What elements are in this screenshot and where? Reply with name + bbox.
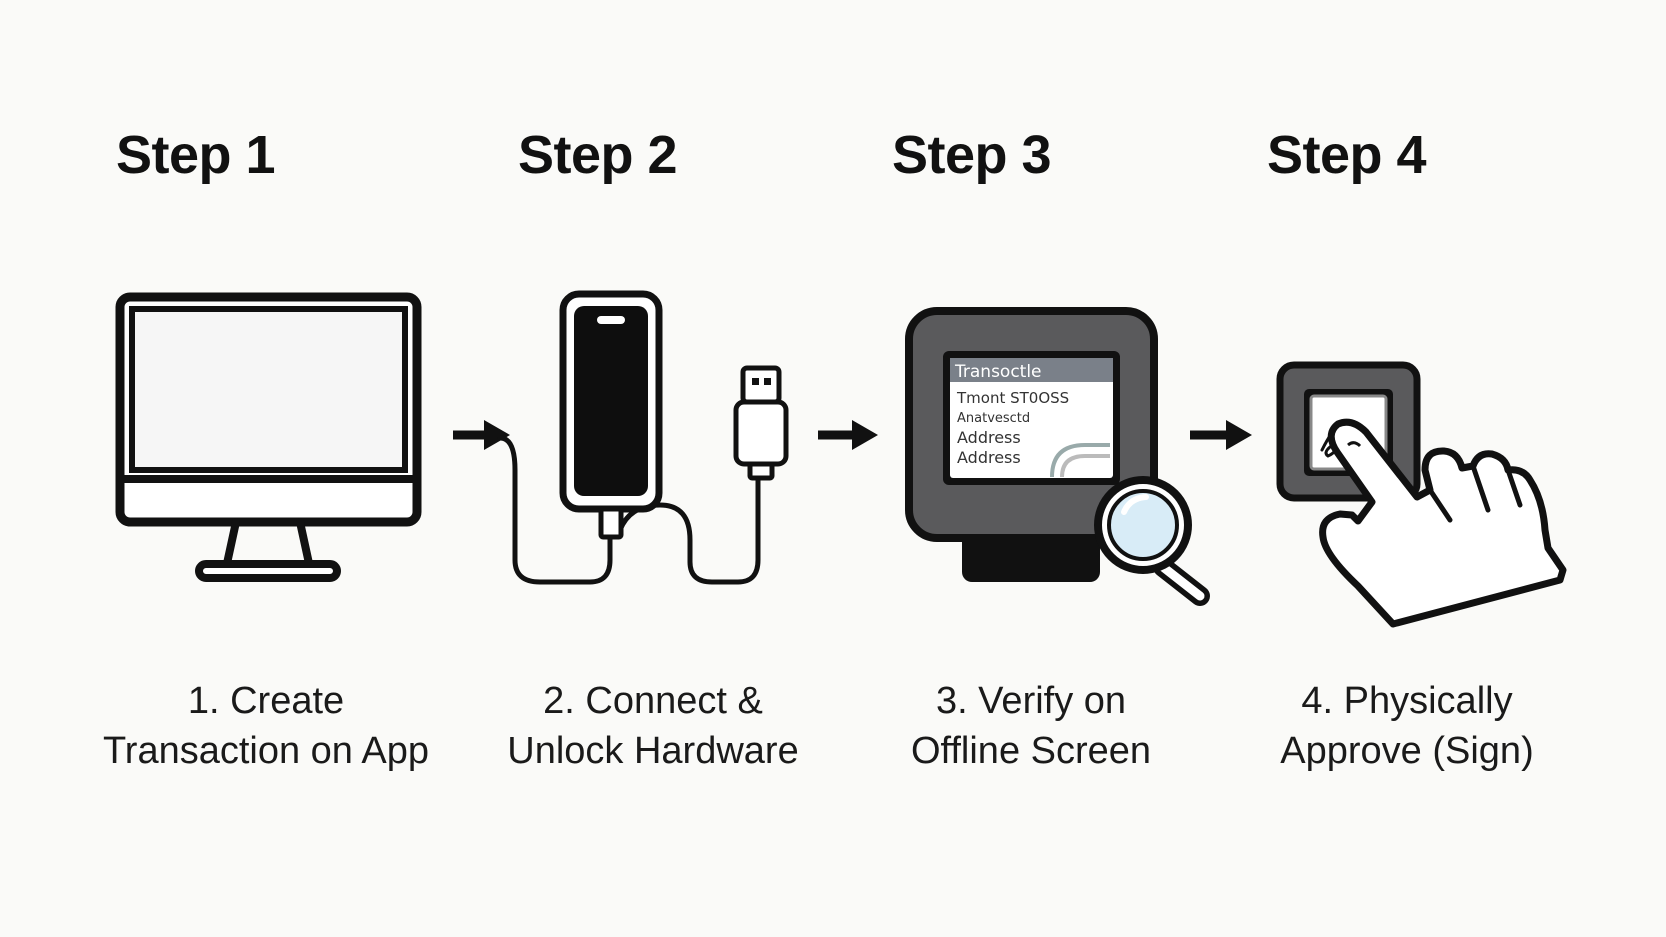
step-1-caption: 1. Create Transaction on App xyxy=(76,676,456,776)
step-2-heading: Step 2 xyxy=(518,125,678,185)
device-screen-magnifier-icon: Transoctle Tmont ST0OSS Anatvesctd Addre… xyxy=(905,307,1210,606)
device-screen-line-4: Address xyxy=(957,448,1021,467)
step-3-caption: 3. Verify on Offline Screen xyxy=(841,676,1221,776)
desktop-monitor-icon xyxy=(115,292,422,582)
step-4-caption-line-2: Approve (Sign) xyxy=(1280,730,1534,772)
step-1-caption-line-1: 1. Create xyxy=(187,680,345,722)
step-2-caption-line-2: Unlock Hardware xyxy=(507,730,799,772)
step-2-caption: 2. Connect & Unlock Hardware xyxy=(463,676,843,776)
step-3-heading: Step 3 xyxy=(892,125,1052,185)
finger-press-button-icon xyxy=(1276,361,1567,628)
step-4-caption: 4. Physically Approve (Sign) xyxy=(1217,676,1597,776)
right-arrow-icon xyxy=(453,420,510,450)
right-arrow-icon xyxy=(1190,420,1252,450)
device-screen-line-1: Tmont ST0OSS xyxy=(956,389,1069,407)
device-screen-line-3: Address xyxy=(957,428,1021,447)
step-4-heading: Step 4 xyxy=(1267,125,1427,185)
right-arrow-icon xyxy=(818,420,878,450)
step-1-heading: Step 1 xyxy=(116,125,276,185)
step-3-caption-line-1: 3. Verify on xyxy=(935,680,1127,722)
hand-icon xyxy=(1319,418,1567,628)
step-2-caption-line-1: 2. Connect & xyxy=(543,680,763,722)
device-screen-line-2: Anatvesctd xyxy=(957,411,1030,426)
device-screen-title: Transoctle xyxy=(954,362,1042,382)
hardware-wallet-usb-cable-icon xyxy=(497,290,789,585)
magnifier-icon xyxy=(1094,476,1210,606)
step-3-caption-line-2: Offline Screen xyxy=(910,730,1152,772)
step-1-caption-line-2: Transaction on App xyxy=(102,730,430,772)
step-4-caption-line-1: 4. Physically xyxy=(1301,680,1513,722)
